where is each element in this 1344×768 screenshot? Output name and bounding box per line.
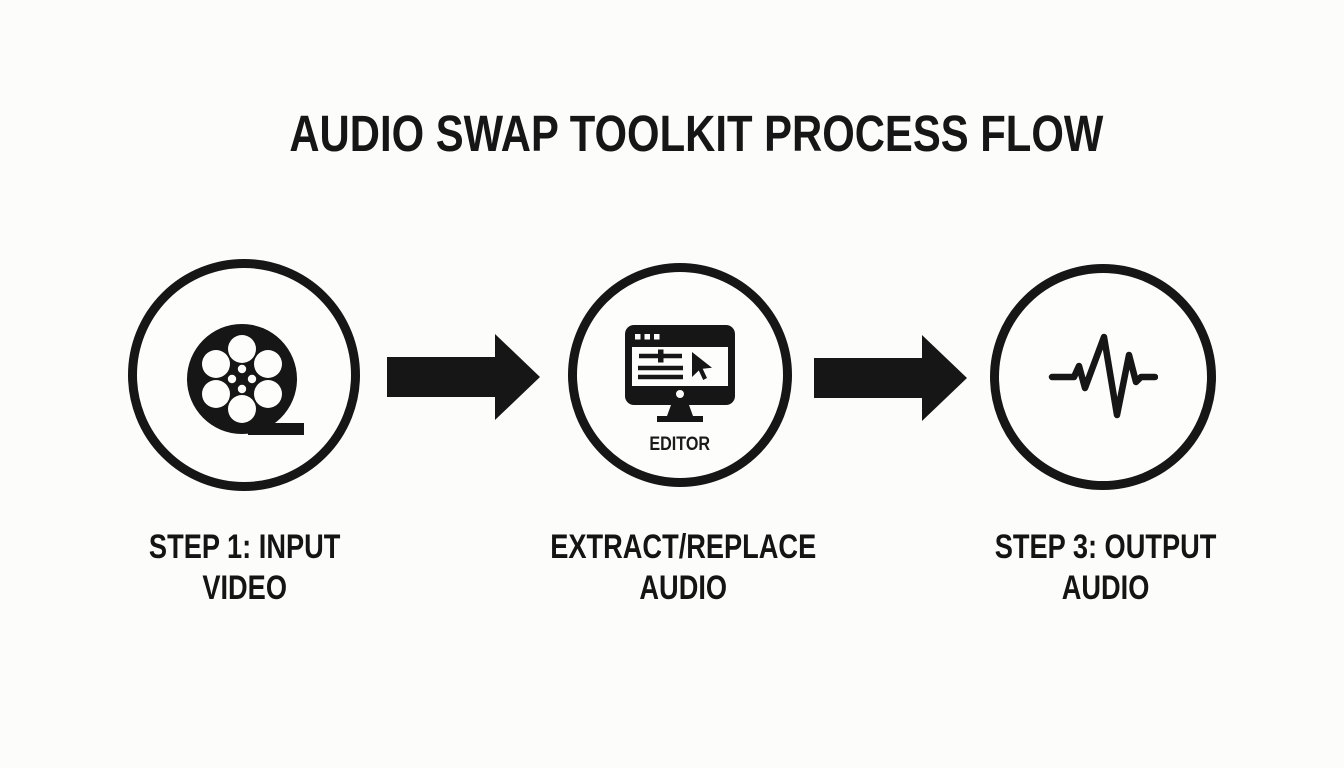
editor-caption: EDITOR: [649, 434, 711, 455]
step-node-extract-replace: EDITOR: [568, 263, 792, 487]
audio-waveform-icon: [1048, 330, 1158, 425]
page-title: AUDIO SWAP TOOLKIT PROCESS FLOW: [0, 104, 1344, 163]
editor-monitor-icon: [625, 325, 735, 422]
step-label-line: AUDIO: [639, 569, 727, 607]
arrow-right-icon: [387, 332, 542, 422]
arrow-right-icon: [814, 333, 969, 423]
step-label-line: STEP 1: INPUT: [149, 528, 341, 566]
step-node-output-audio: [990, 264, 1216, 490]
page-title-text: AUDIO SWAP TOOLKIT PROCESS FLOW: [288, 105, 1103, 162]
step-label-line: EXTRACT/REPLACE: [550, 528, 816, 566]
step-label-line: VIDEO: [202, 569, 288, 607]
film-reel-icon: [186, 324, 310, 440]
step-label-line: STEP 3: OUTPUT: [995, 528, 1217, 566]
step-label-output-audio: STEP 3: OUTPUT AUDIO: [926, 527, 1286, 609]
step-label-line: AUDIO: [1062, 569, 1150, 607]
step-node-input-video: [128, 259, 360, 491]
step-label-extract-replace: EXTRACT/REPLACE AUDIO: [503, 527, 863, 609]
step-label-input-video: STEP 1: INPUT VIDEO: [65, 527, 425, 609]
